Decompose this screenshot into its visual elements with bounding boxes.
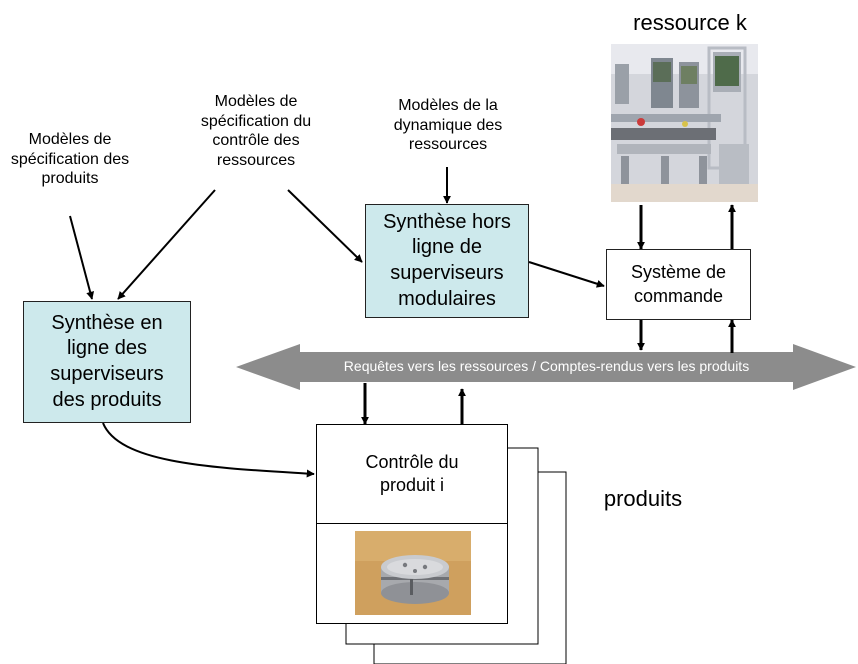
products-title: produits: [603, 486, 683, 511]
arrow-resource-control-to-online: [117, 189, 216, 300]
command-system-box: Système de commande: [606, 249, 751, 320]
resource-title: ressource k: [633, 10, 747, 35]
arrow-resource-control-to-offline: [287, 189, 363, 263]
bus-label: Requêtes vers les ressources / Comptes-r…: [343, 358, 750, 374]
factory-machine-photo-icon: [611, 44, 758, 202]
product-control-header: Contrôle du produit i: [317, 425, 507, 524]
arrow-online-to-product: [102, 422, 315, 478]
arrow-offline-to-command: [528, 261, 605, 288]
model-product-spec-text: Modèles de spécification des produits: [10, 131, 130, 188]
product-photo: [355, 531, 471, 615]
model-resource-control-text: Modèles de spécification du contrôle des…: [200, 93, 312, 169]
command-system-label: Système de commande: [630, 262, 727, 306]
bus-double-arrow: [236, 344, 856, 390]
resource-photo: [611, 44, 758, 202]
offline-synthesis-label: Synthèse hors ligne de superviseurs modu…: [383, 210, 511, 310]
product-control-card: Contrôle du produit i: [316, 424, 508, 624]
online-synthesis-label: Synthèse en ligne des superviseurs des p…: [50, 311, 164, 411]
metal-cylinder-part-icon: [355, 531, 471, 615]
product-control-label: Contrôle du produit i: [365, 451, 459, 495]
model-resource-dynamics-text: Modèles de la dynamique des ressources: [393, 97, 503, 154]
offline-synthesis-box: Synthèse hors ligne de superviseurs modu…: [365, 204, 529, 318]
arrow-product-spec-to-online: [69, 215, 95, 300]
online-synthesis-box: Synthèse en ligne des superviseurs des p…: [23, 301, 191, 423]
